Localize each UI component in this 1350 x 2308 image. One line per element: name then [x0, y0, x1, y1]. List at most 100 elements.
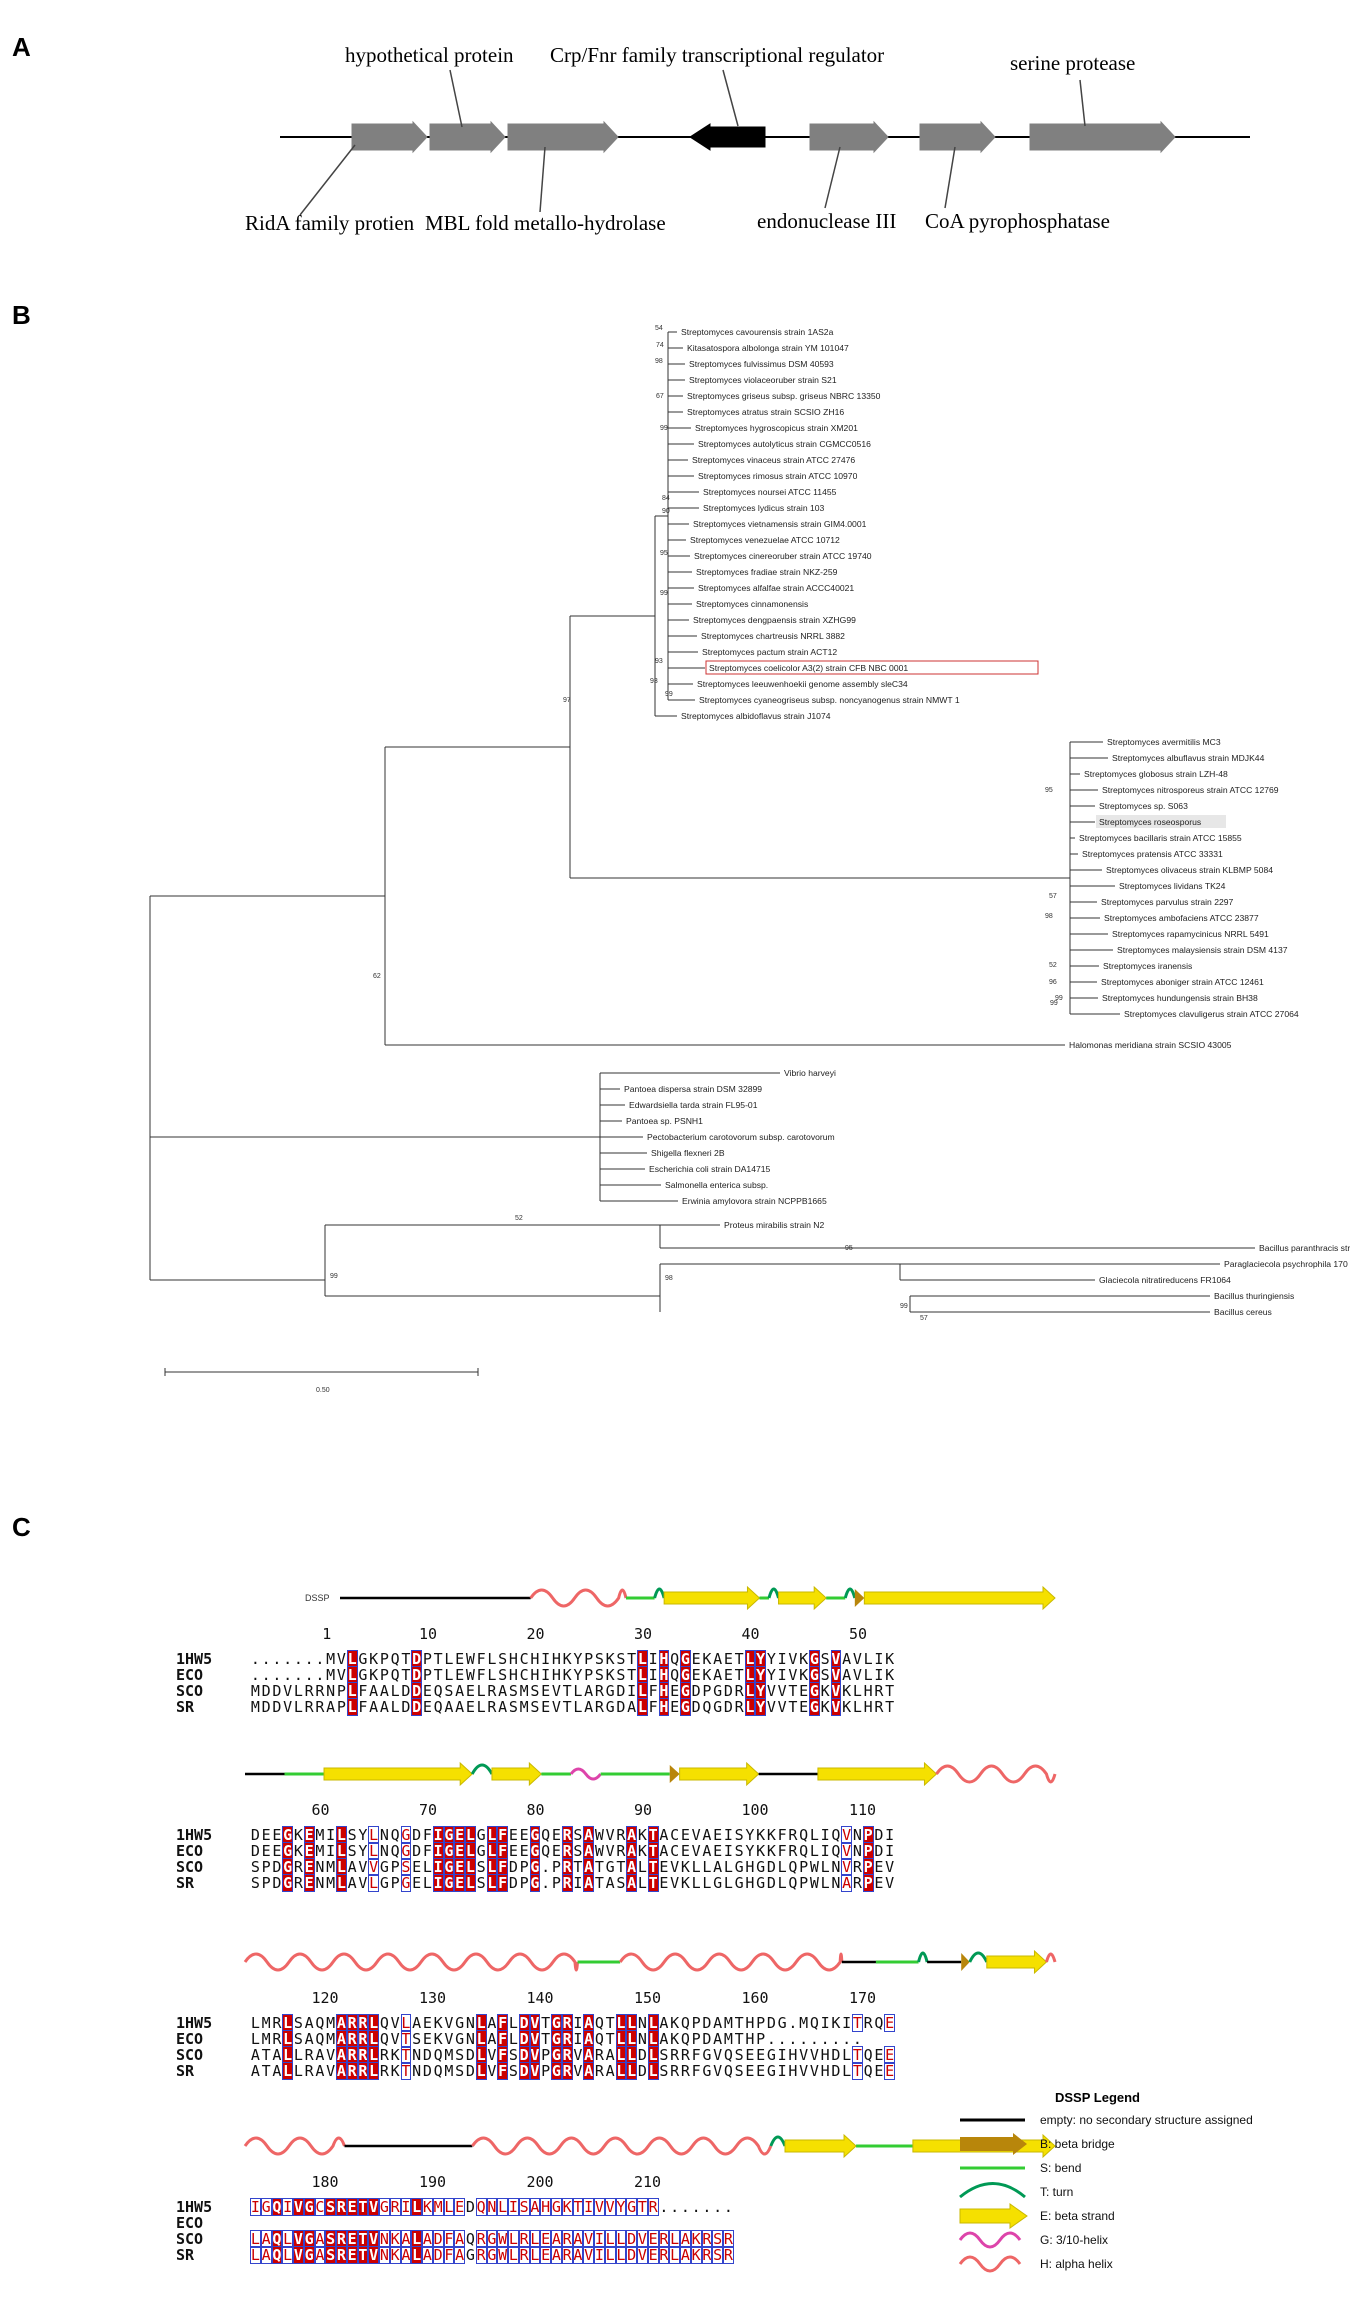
taxon-label: Streptomyces violaceoruber strain S21	[689, 375, 837, 385]
residue-number: 1	[322, 1625, 332, 1643]
taxon-label: Bacillus cereus	[1214, 1307, 1272, 1317]
ss-310-helix	[569, 1767, 602, 1781]
sequence-name: SR	[176, 1874, 195, 1892]
ss-bridge	[961, 1953, 970, 1971]
bootstrap-value: 95	[845, 1245, 853, 1252]
sequence-name: 1HW5	[176, 2198, 213, 2216]
residue-number: 50	[849, 1625, 868, 1643]
gene-leader-line	[449, 69, 463, 128]
ss-alpha-helix	[243, 1952, 580, 1972]
bootstrap-value: 99	[665, 691, 673, 698]
secondary-structure-track: DSSP	[305, 1585, 1056, 1611]
legend-item-empty: empty: no secondary structure assigned	[960, 2113, 1253, 2127]
ss-strand	[323, 1761, 473, 1787]
ss-turn	[767, 1587, 780, 1599]
alignment-row: ECO	[0, 2214, 1350, 2232]
taxon-label: Streptomyces ambofaciens ATCC 23877	[1104, 913, 1259, 923]
sequence-name: SR	[176, 1698, 195, 1716]
ss-strand	[863, 1585, 1056, 1611]
taxon-label: Streptomyces roseosporus	[1099, 817, 1201, 827]
residue-number: 80	[526, 1801, 545, 1819]
dssp-track-label: DSSP	[305, 1593, 330, 1603]
residue-number: 70	[419, 1801, 438, 1819]
ss-turn	[968, 1951, 989, 1963]
bootstrap-value: 99	[660, 425, 668, 432]
bootstrap-value: 90	[662, 508, 670, 515]
gene-arrow-5	[809, 120, 889, 154]
residue-number: 120	[311, 1989, 339, 2007]
ss-turn	[653, 1587, 666, 1599]
taxon-label: Streptomyces autolyticus strain CGMCC051…	[698, 439, 871, 449]
bootstrap-value: 84	[662, 495, 670, 502]
gene-arrow-7	[1029, 120, 1176, 154]
gene-arrow-4	[689, 123, 766, 151]
ss-alpha-helix	[935, 1764, 1057, 1784]
legend-item-B: B: beta bridge	[960, 2133, 1115, 2155]
residue-number: 180	[311, 2173, 339, 2191]
bootstrap-value: 99	[1055, 995, 1063, 1002]
bootstrap-value: 93	[650, 678, 658, 685]
taxon-label: Edwardsiella tarda strain FL95-01	[629, 1100, 758, 1110]
gene-label: Crp/Fnr family transcriptional regulator	[550, 43, 884, 67]
residue-number: 10	[419, 1625, 438, 1643]
sequence-name: SR	[176, 2062, 195, 2080]
bootstrap-value: 93	[655, 658, 663, 665]
residue-number: 210	[634, 2173, 662, 2191]
sequence-name: 1HW5	[176, 1826, 213, 1844]
gene-arrow-2	[429, 120, 506, 154]
sequence-name: ECO	[176, 2030, 204, 2048]
bootstrap-value: 95	[1045, 787, 1053, 794]
ss-turn	[843, 1587, 857, 1599]
bootstrap-value: 54	[655, 325, 663, 332]
taxon-label: Streptomyces sp. S063	[1099, 801, 1188, 811]
ss-strand	[663, 1585, 761, 1611]
gene-label: MBL fold metallo-hydrolase	[425, 211, 666, 235]
taxon-label: Streptomyces globosus strain LZH-48	[1084, 769, 1228, 779]
legend-label: empty: no secondary structure assigned	[1040, 2113, 1253, 2127]
sequence-name: 1HW5	[176, 1650, 213, 1668]
bootstrap-value: 99	[1050, 1000, 1058, 1007]
bootstrap-value: 98	[1045, 913, 1053, 920]
ss-alpha-helix	[1045, 1952, 1057, 1963]
gene-leader-line	[722, 69, 739, 127]
legend-item-H: H: alpha helix	[958, 2255, 1113, 2273]
taxon-label: Paraglaciecola psychrophila 170	[1224, 1259, 1348, 1269]
gene-leader-line	[299, 144, 356, 216]
taxon-label: Streptomyces coelicolor A3(2) strain CFB…	[709, 663, 908, 673]
legend-item-S: S: bend	[960, 2161, 1081, 2175]
taxon-label: Streptomyces rimosus strain ATCC 10970	[698, 471, 858, 481]
ss-strand	[491, 1761, 543, 1787]
panel-label-b: B	[12, 300, 31, 330]
gene-arrow-3	[507, 120, 619, 154]
taxon-label: Streptomyces vinaceus strain ATCC 27476	[692, 455, 855, 465]
bootstrap-value: 74	[656, 342, 664, 349]
residue-number: 110	[849, 1801, 877, 1819]
secondary-structure-track	[245, 1761, 1057, 1787]
taxon-label: Streptomyces fulvissimus DSM 40593	[689, 359, 834, 369]
residue-number: 200	[526, 2173, 554, 2191]
gene-label: hypothetical protein	[345, 43, 514, 67]
panel-label-a: A	[12, 32, 31, 62]
taxon-label: Streptomyces cavourensis strain 1AS2a	[681, 327, 834, 337]
taxon-label: Glaciecola nitratireducens FR1064	[1099, 1275, 1231, 1285]
legend-label: T: turn	[1040, 2185, 1073, 2199]
